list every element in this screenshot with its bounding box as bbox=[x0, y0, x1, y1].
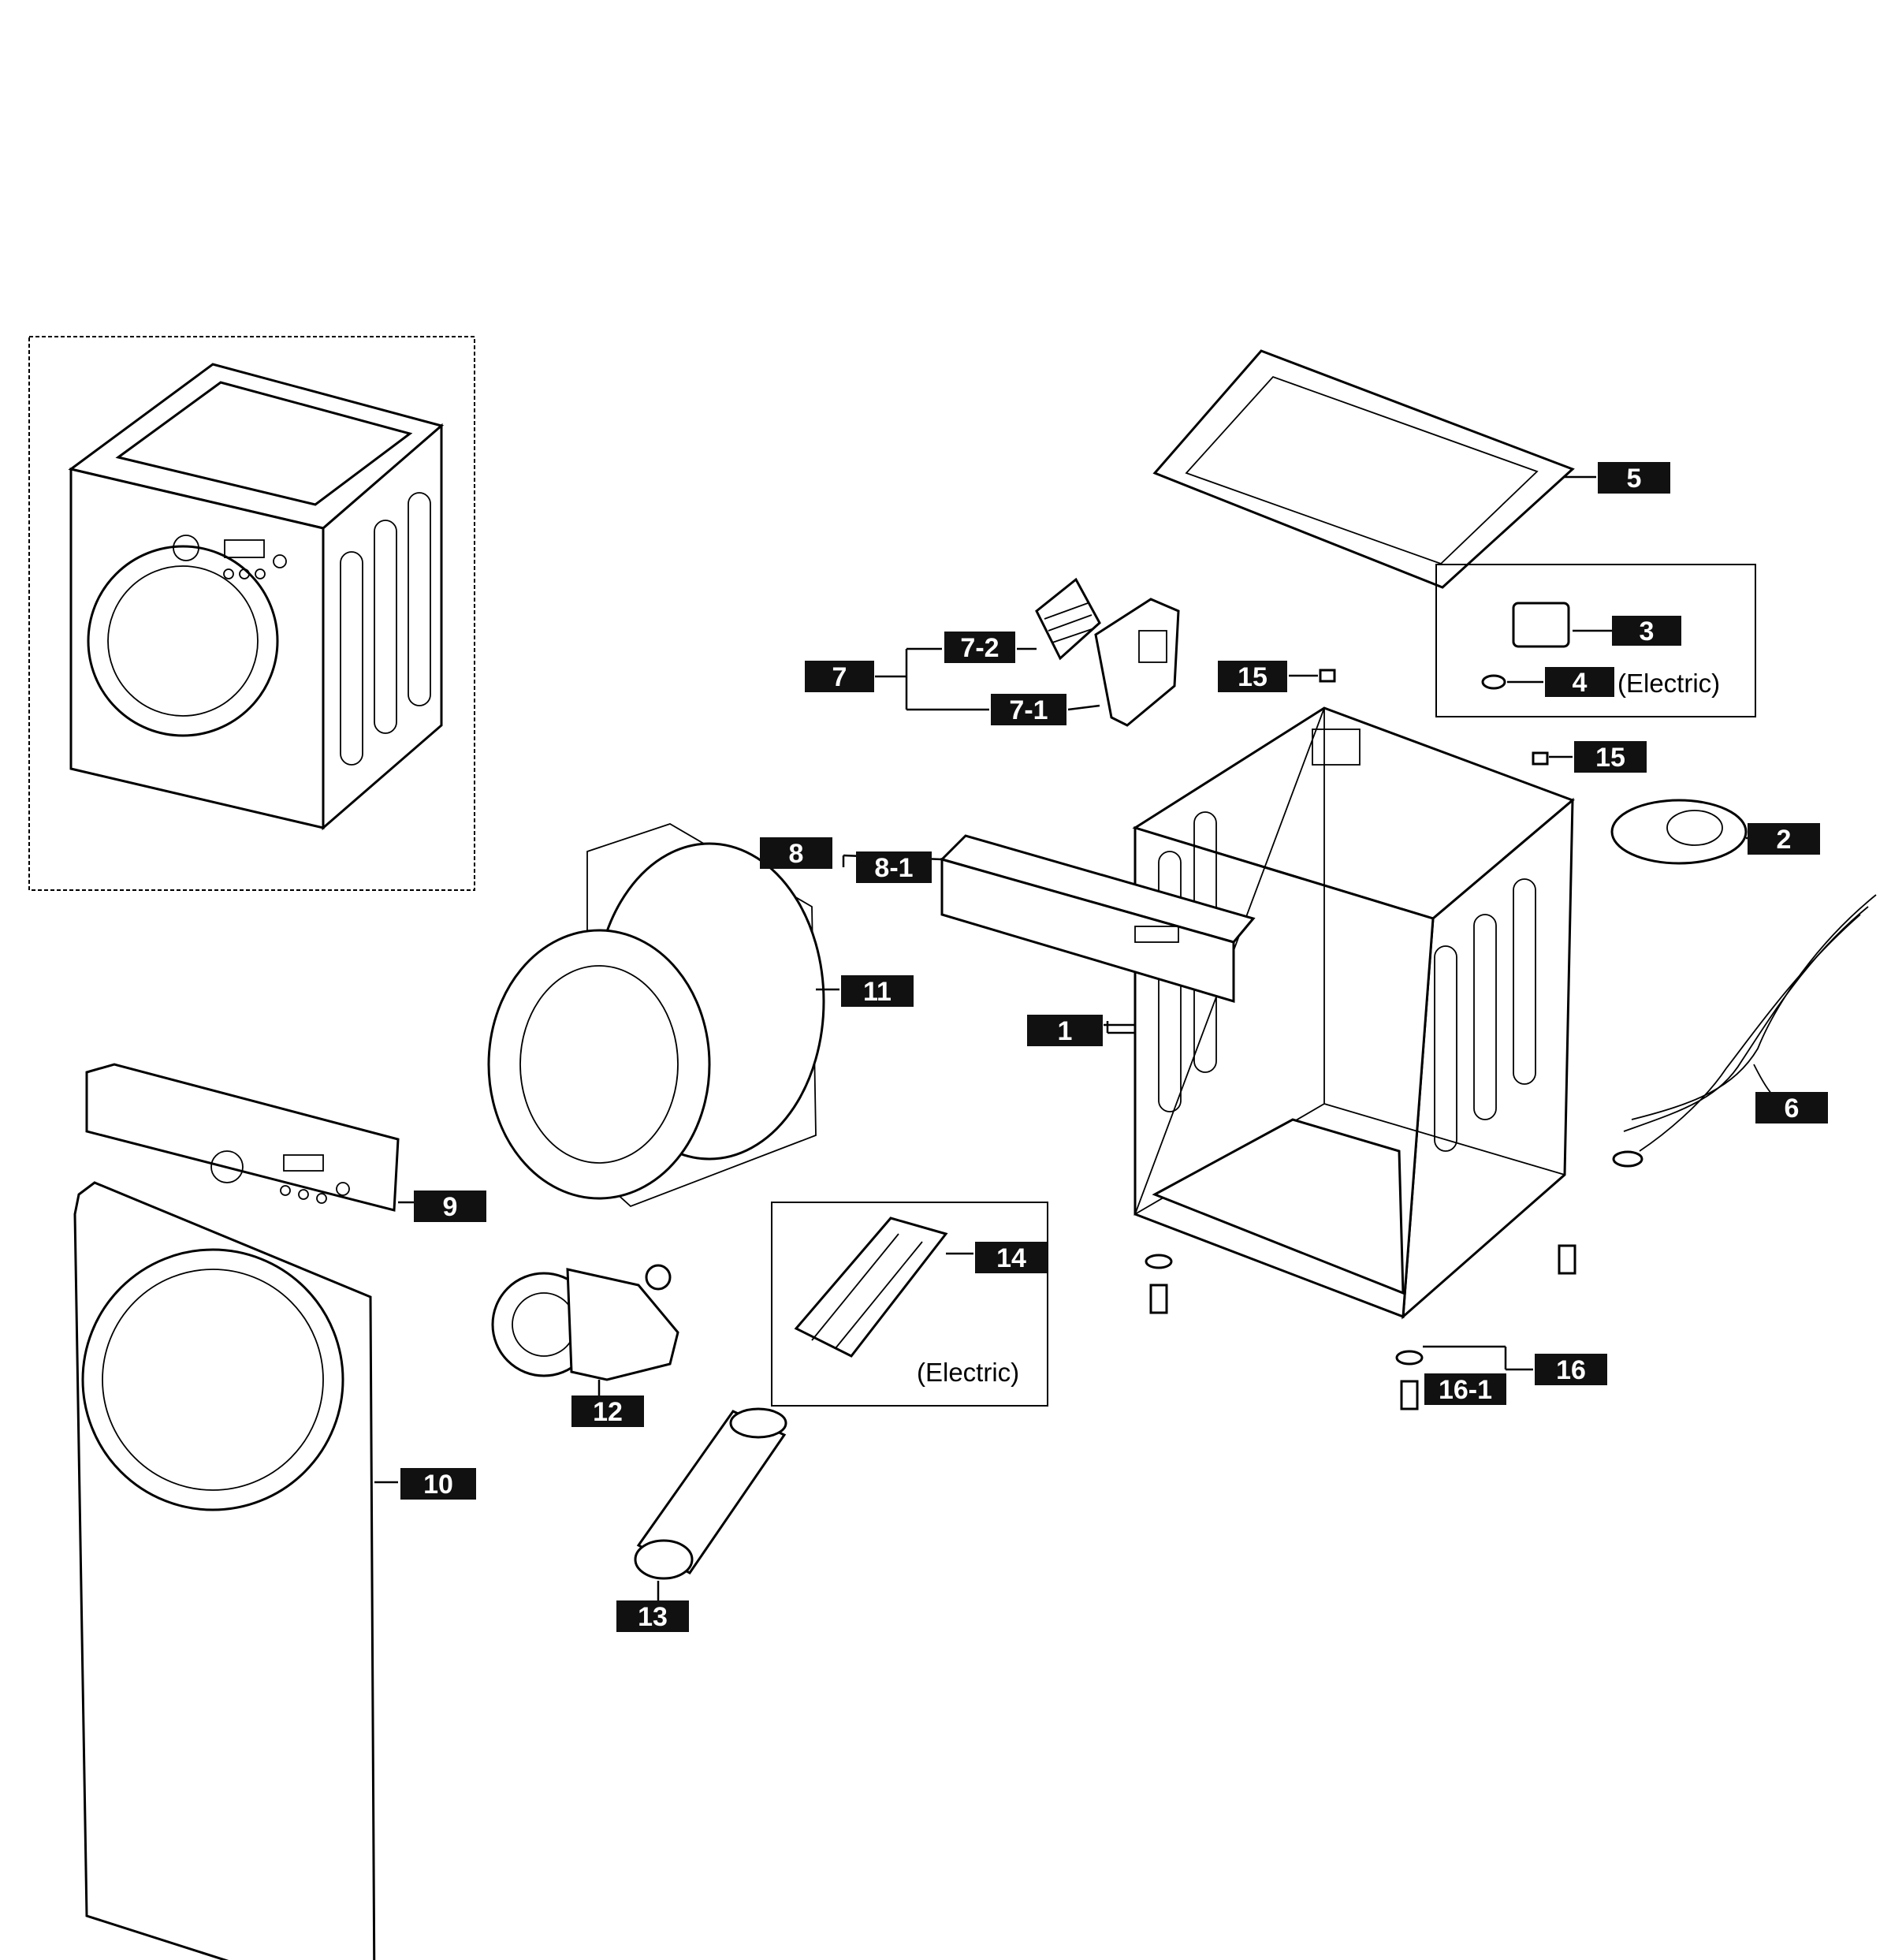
control-bracket-part bbox=[842, 834, 1256, 1004]
label-13: 13 bbox=[616, 1600, 689, 1632]
svg-text:1: 1 bbox=[1058, 1016, 1073, 1046]
label-2: 2 bbox=[1748, 823, 1820, 855]
svg-text:11: 11 bbox=[863, 977, 892, 1007]
exhaust-duct-part bbox=[634, 1407, 787, 1600]
label-14: 14 bbox=[975, 1242, 1048, 1273]
svg-text:2: 2 bbox=[1777, 825, 1792, 855]
wire-harness-part bbox=[1612, 894, 1877, 1168]
label-16: 16 bbox=[1535, 1354, 1607, 1385]
electric-note-heater: (Electric) bbox=[917, 1358, 1019, 1387]
label-12: 12 bbox=[571, 1395, 644, 1427]
label-9: 9 bbox=[414, 1191, 486, 1222]
electric-note-sensor: (Electric) bbox=[1617, 669, 1720, 698]
label-1: 1 bbox=[1027, 1015, 1103, 1046]
label-10: 10 bbox=[400, 1468, 476, 1500]
svg-text:15: 15 bbox=[1238, 662, 1267, 692]
svg-text:7-2: 7-2 bbox=[960, 633, 999, 663]
label-7: 7 bbox=[805, 661, 874, 692]
back-cover-part bbox=[1610, 799, 1770, 865]
blower-part bbox=[491, 1264, 679, 1395]
label-4: 4 bbox=[1545, 667, 1614, 698]
svg-text:15: 15 bbox=[1595, 743, 1625, 773]
svg-text:8: 8 bbox=[789, 839, 804, 869]
label-8-1: 8-1 bbox=[856, 851, 932, 883]
svg-text:8-1: 8-1 bbox=[874, 853, 913, 883]
svg-text:7-1: 7-1 bbox=[1009, 695, 1048, 725]
label-11: 11 bbox=[841, 975, 914, 1007]
top-panel-part bbox=[1152, 349, 1596, 589]
svg-text:16-1: 16-1 bbox=[1439, 1375, 1492, 1405]
svg-text:7: 7 bbox=[832, 662, 847, 692]
svg-text:6: 6 bbox=[1785, 1094, 1800, 1123]
svg-text:5: 5 bbox=[1627, 464, 1642, 494]
label-7-1: 7-1 bbox=[991, 694, 1066, 725]
label-3: 3 bbox=[1612, 616, 1681, 647]
label-15-right: 15 bbox=[1574, 741, 1647, 773]
clip-parts bbox=[1289, 669, 1573, 766]
assembled-dryer-view bbox=[28, 336, 475, 891]
label-6: 6 bbox=[1755, 1092, 1828, 1123]
filter-duct-assembly bbox=[875, 577, 1180, 727]
label-8: 8 bbox=[760, 837, 832, 869]
front-panel-part bbox=[73, 1181, 398, 1960]
cabinet-part bbox=[1104, 706, 1575, 1320]
heater-box bbox=[771, 1202, 1048, 1407]
svg-text:12: 12 bbox=[593, 1397, 623, 1427]
control-panel-part bbox=[85, 1063, 414, 1212]
svg-text:9: 9 bbox=[443, 1192, 458, 1222]
drum-part bbox=[487, 823, 839, 1208]
label-15-top: 15 bbox=[1218, 661, 1287, 692]
label-5: 5 bbox=[1598, 462, 1670, 494]
electric-bracket-box bbox=[1435, 564, 1756, 717]
svg-text:4: 4 bbox=[1573, 668, 1588, 698]
svg-text:3: 3 bbox=[1640, 617, 1655, 647]
svg-text:13: 13 bbox=[638, 1602, 668, 1632]
label-7-2: 7-2 bbox=[944, 632, 1015, 663]
leveling-feet bbox=[1145, 1244, 1576, 1410]
label-16-1: 16-1 bbox=[1424, 1373, 1506, 1405]
svg-text:14: 14 bbox=[996, 1243, 1026, 1273]
svg-text:16: 16 bbox=[1556, 1355, 1586, 1385]
svg-text:10: 10 bbox=[423, 1470, 453, 1500]
